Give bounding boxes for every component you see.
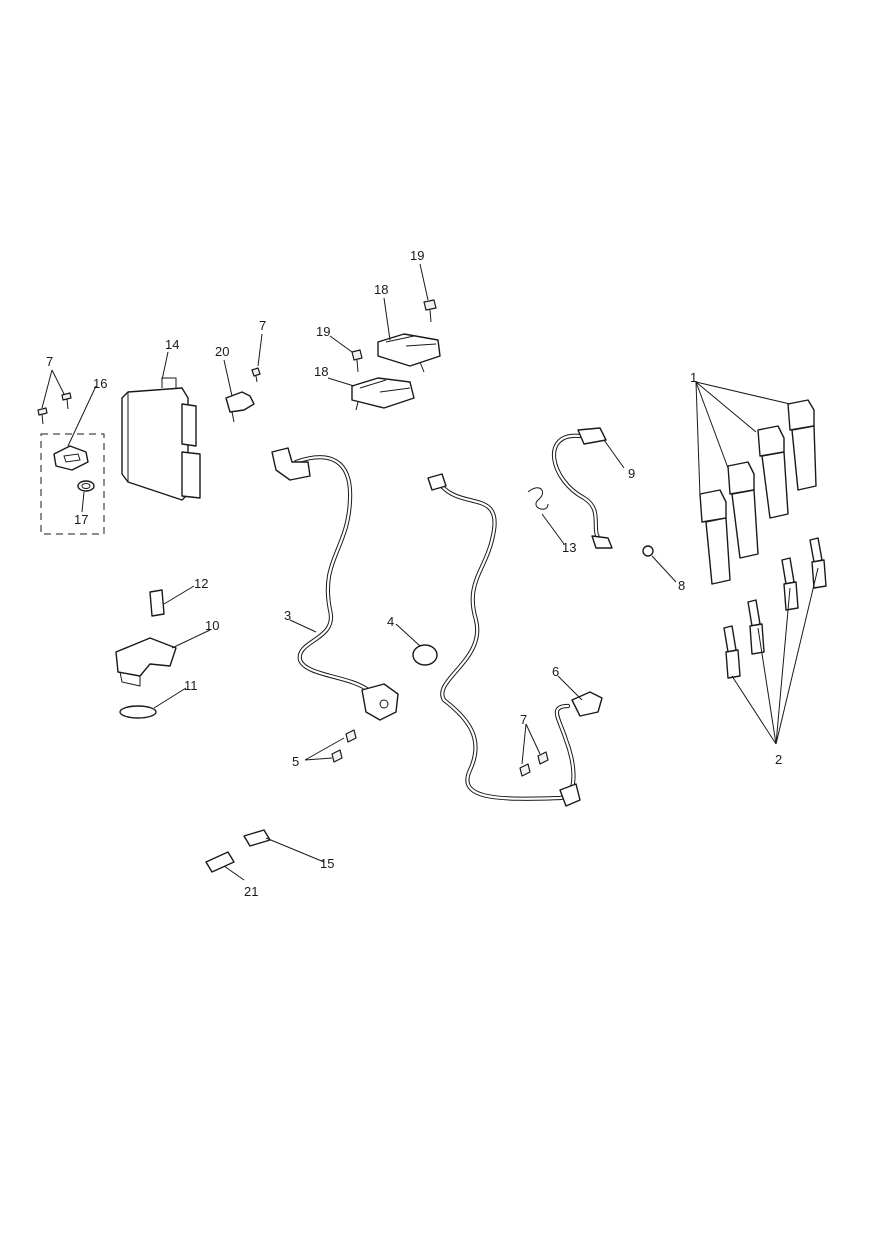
map-sensor-lower	[351, 349, 415, 411]
harness-main	[427, 473, 603, 807]
ignition-coils	[699, 399, 817, 585]
o-ring-8	[642, 545, 654, 557]
callout-2: 2	[775, 752, 782, 767]
callout-21: 21	[244, 884, 258, 899]
callout-4: 4	[387, 614, 394, 629]
callout-15: 15	[320, 856, 334, 871]
callout-12: 12	[194, 576, 208, 591]
callout-19-lower: 19	[316, 324, 330, 339]
callout-6: 6	[552, 664, 559, 679]
callout-3: 3	[284, 608, 291, 623]
callout-7-top: 7	[259, 318, 266, 333]
callout-13: 13	[562, 540, 576, 555]
callout-1: 1	[690, 370, 697, 385]
harness-3	[271, 447, 399, 721]
spark-plugs	[723, 537, 827, 679]
map-sensor-upper	[377, 299, 441, 373]
temp-sensors	[205, 829, 271, 873]
callout-18-lower: 18	[314, 364, 328, 379]
callout-5: 5	[292, 754, 299, 769]
callout-7-left: 7	[46, 354, 53, 369]
callout-18-upper: 18	[374, 282, 388, 297]
callout-14: 14	[165, 337, 179, 352]
sensor-9	[527, 427, 613, 549]
callout-19-upper: 19	[410, 248, 424, 263]
sensor-kit-box	[40, 433, 105, 535]
screw-set-left	[37, 392, 72, 425]
leader-lines	[41, 263, 819, 881]
callout-11: 11	[184, 678, 198, 693]
callout-10: 10	[205, 618, 219, 633]
callout-17: 17	[74, 512, 88, 527]
callout-9: 9	[628, 466, 635, 481]
sensor-10	[115, 589, 177, 719]
callout-20: 20	[215, 344, 229, 359]
small-sensor	[225, 367, 261, 423]
o-ring-4	[412, 644, 438, 666]
callout-labels: 1 2 3 4 5 6 7 7 7 8 9 10 11 12 13 14 15 …	[46, 248, 782, 899]
ecm-unit	[121, 377, 201, 501]
callout-16: 16	[93, 376, 107, 391]
callout-8: 8	[678, 578, 685, 593]
callout-7-mid: 7	[520, 712, 527, 727]
screw-set-mid	[331, 729, 549, 777]
